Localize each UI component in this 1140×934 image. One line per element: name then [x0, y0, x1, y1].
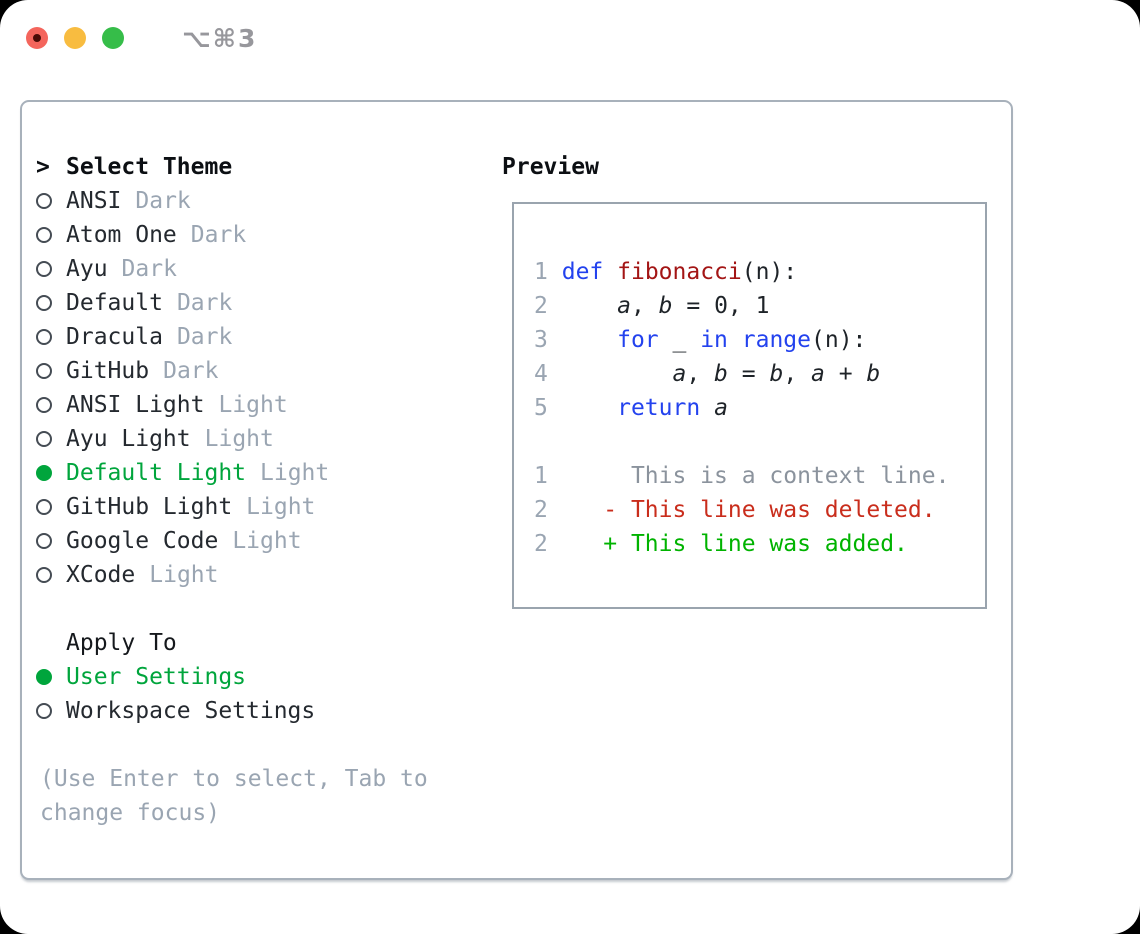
apply-option-workspace-settings[interactable]: Workspace Settings [36, 694, 315, 728]
theme-item-xcode[interactable]: XCode Light [36, 558, 329, 592]
theme-item-ansi-dark[interactable]: ANSI Dark [36, 184, 329, 218]
close-button[interactable] [26, 27, 48, 49]
radio-icon [36, 329, 52, 345]
theme-tag: Dark [176, 324, 233, 350]
radio-icon [36, 567, 52, 583]
zoom-button[interactable] [102, 27, 124, 49]
minimize-button[interactable] [64, 27, 86, 49]
theme-list: > Select Theme ANSI Dark Atom One Dark A… [36, 150, 329, 592]
radio-selected-icon [36, 669, 52, 685]
theme-tag: Light [218, 392, 288, 418]
select-theme-title: Select Theme [66, 154, 233, 180]
titlebar: ⌥⌘3 [26, 23, 258, 53]
theme-tag: Dark [176, 290, 233, 316]
theme-item-github-dark[interactable]: GitHub Dark [36, 354, 329, 388]
theme-item-ayu-light[interactable]: Ayu Light Light [36, 422, 329, 456]
window-shortcut-label: ⌥⌘3 [182, 23, 258, 53]
radio-icon [36, 227, 52, 243]
theme-item-ayu-dark[interactable]: Ayu Dark [36, 252, 329, 286]
theme-tag: Light [232, 528, 302, 554]
help-line-1: (Use Enter to select, Tab to [40, 766, 428, 792]
theme-item-google-code[interactable]: Google Code Light [36, 524, 329, 558]
apply-to-title: Apply To [66, 630, 177, 656]
theme-list-header: > Select Theme [36, 150, 329, 184]
radio-icon [36, 397, 52, 413]
theme-item-ansi-light[interactable]: ANSI Light Light [36, 388, 329, 422]
radio-icon [36, 431, 52, 447]
radio-icon [36, 193, 52, 209]
theme-item-atom-one-dark[interactable]: Atom One Dark [36, 218, 329, 252]
radio-icon [36, 499, 52, 515]
theme-tag: Dark [121, 256, 177, 282]
prompt-icon: > [36, 154, 50, 180]
theme-item-default-light[interactable]: Default Light Light [36, 456, 329, 490]
theme-tag: Light [246, 494, 316, 520]
theme-tag: Dark [190, 222, 247, 248]
theme-tag: Dark [135, 188, 191, 214]
theme-item-github-light[interactable]: GitHub Light Light [36, 490, 329, 524]
apply-option-user-settings[interactable]: User Settings [36, 660, 315, 694]
apply-to-group: Apply To User Settings Workspace Setting… [36, 626, 315, 728]
close-dot-icon [33, 34, 41, 42]
help-text: (Use Enter to select, Tab to change focu… [40, 762, 428, 830]
radio-selected-icon [36, 465, 52, 481]
theme-item-dracula-dark[interactable]: Dracula Dark [36, 320, 329, 354]
radio-icon [36, 261, 52, 277]
preview-title: Preview [502, 154, 599, 180]
radio-icon [36, 703, 52, 719]
theme-tag: Light [149, 562, 219, 588]
radio-icon [36, 533, 52, 549]
help-line-2: change focus) [40, 800, 221, 826]
radio-icon [36, 363, 52, 379]
theme-tag: Light [260, 460, 330, 486]
apply-to-header: Apply To [36, 626, 315, 660]
theme-tag: Dark [163, 358, 219, 384]
theme-selector-panel: > Select Theme ANSI Dark Atom One Dark A… [20, 100, 1013, 880]
radio-icon [36, 295, 52, 311]
theme-item-default-dark[interactable]: Default Dark [36, 286, 329, 320]
theme-tag: Light [204, 426, 274, 452]
